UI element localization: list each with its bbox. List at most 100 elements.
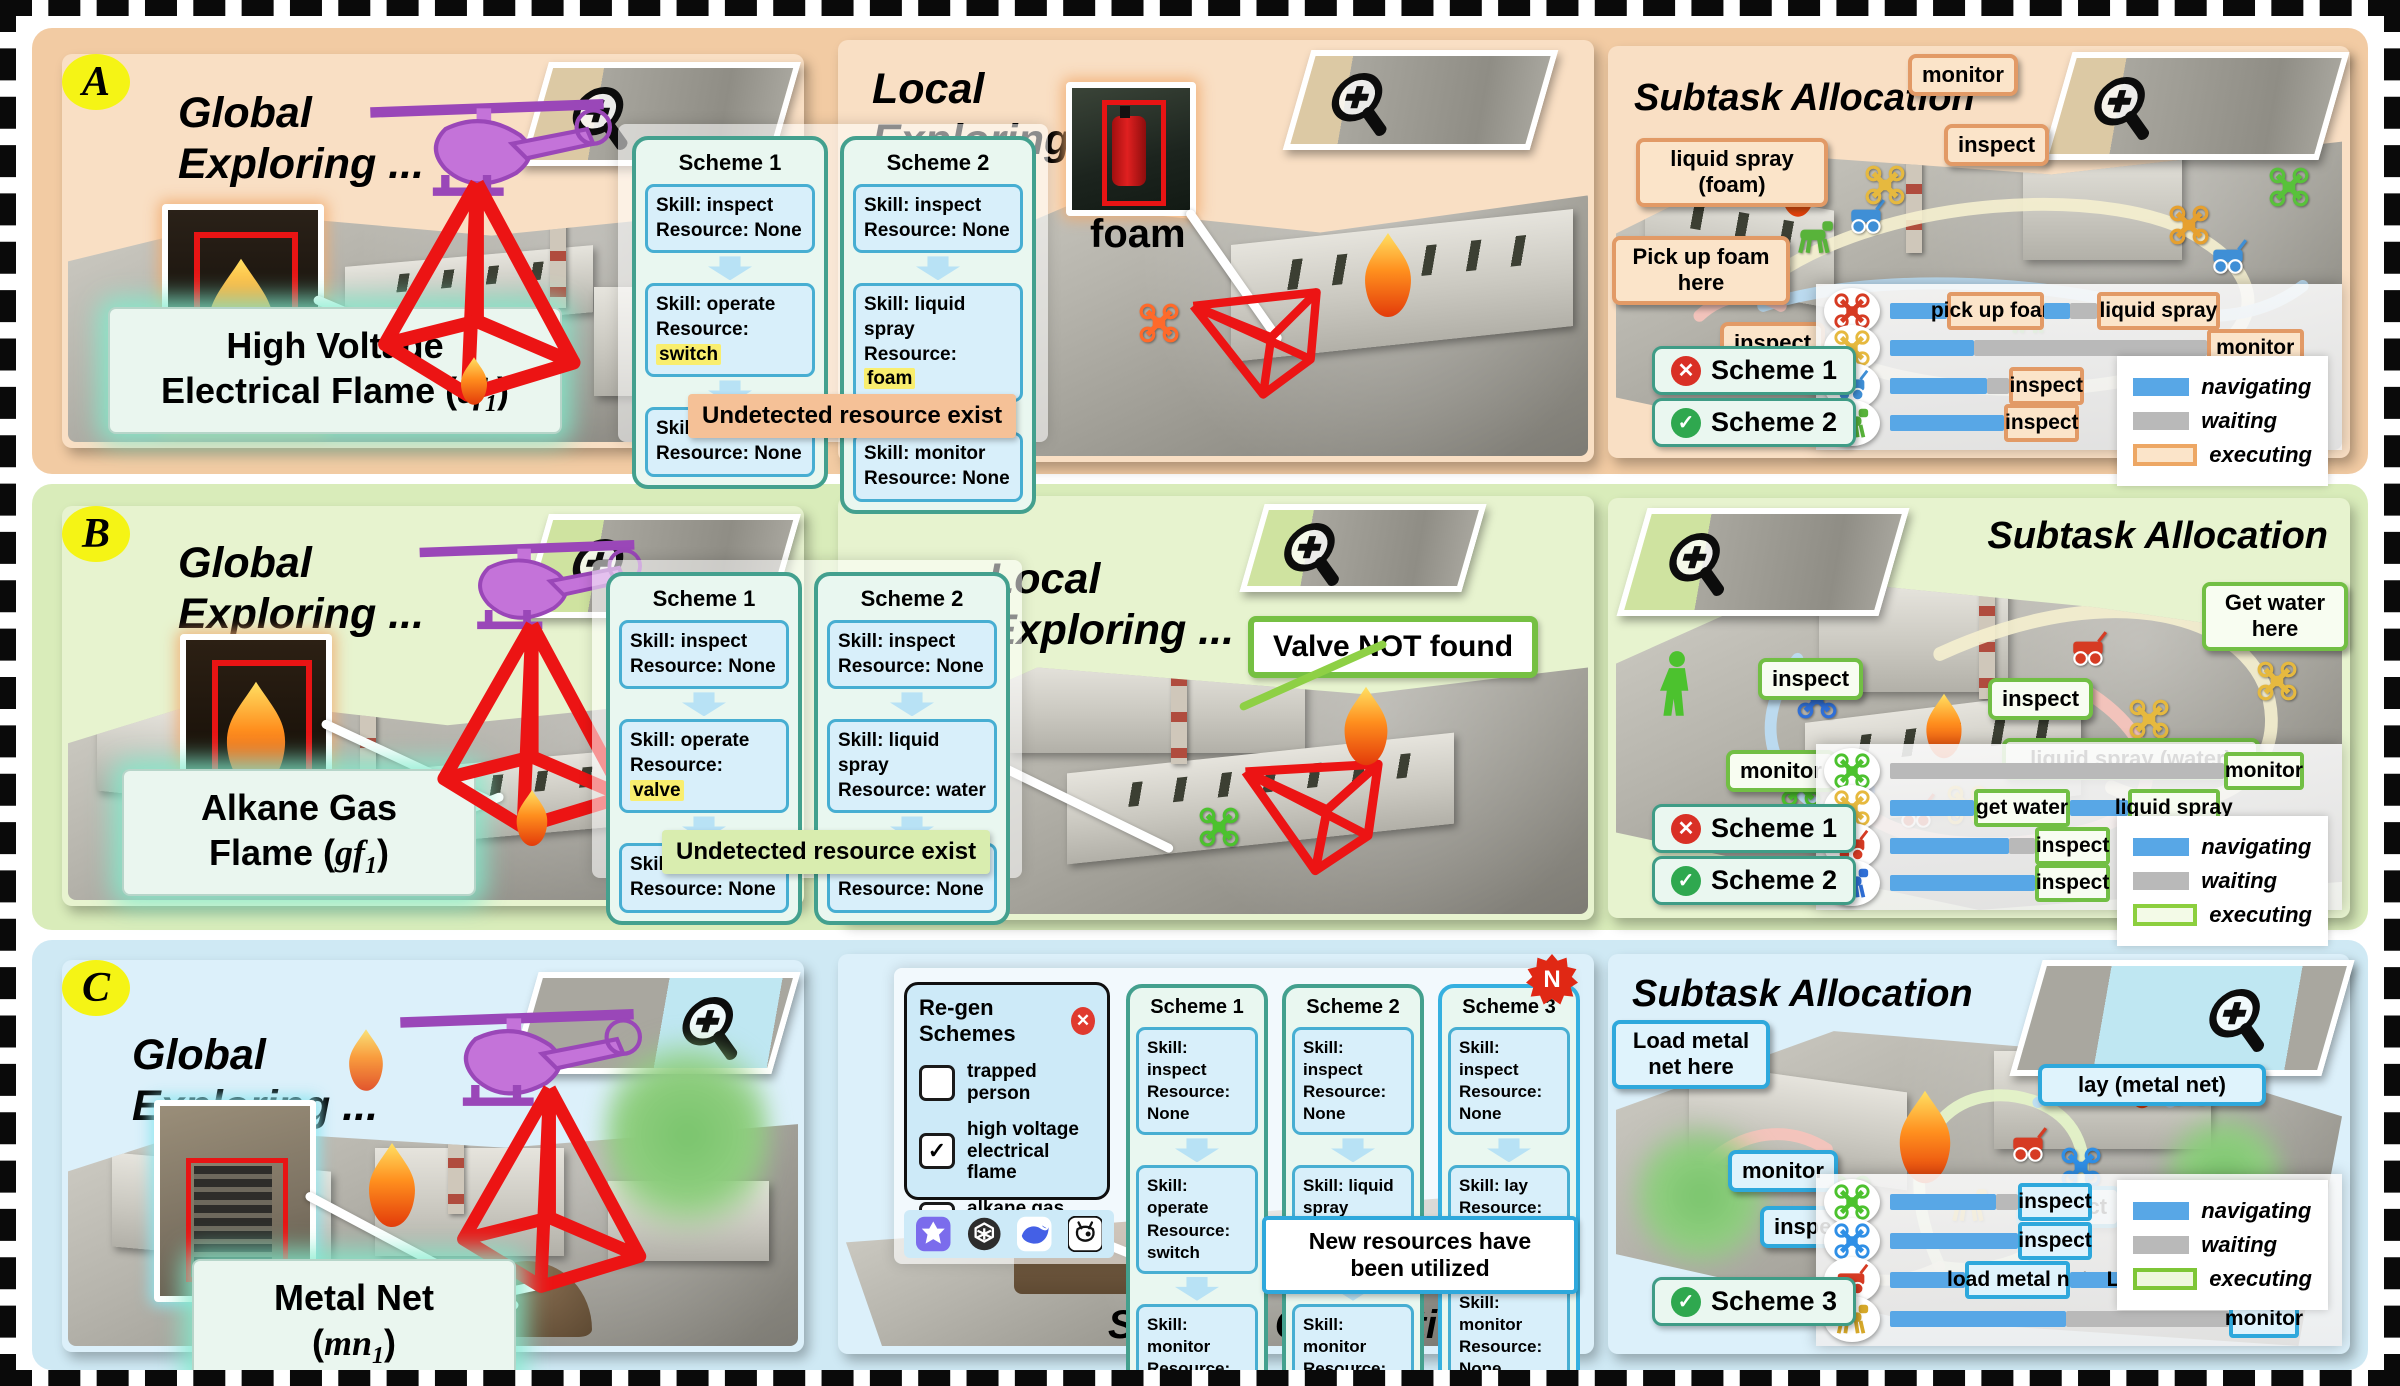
yellow-drone-marker <box>1864 164 1906 206</box>
subtask-allocation-title-c: Subtask Allocation <box>1632 973 1973 1015</box>
map-inset <box>2009 960 2355 1076</box>
red-rover-marker <box>2068 628 2110 670</box>
gantt-task-label: inspect <box>2017 1182 2093 1221</box>
checkbox-checked[interactable] <box>919 1133 955 1170</box>
qwen-icon <box>916 1216 951 1252</box>
gantt-legend: navigating waiting executing <box>2117 356 2328 486</box>
allocation-label: inspect <box>1944 124 2050 167</box>
yellow-drone-marker <box>2128 698 2170 740</box>
fire-icon <box>369 1143 415 1227</box>
llama-icon <box>1067 1216 1102 1252</box>
bounding-box <box>1102 100 1166 206</box>
scheme-verdict: Scheme 1 <box>1652 346 1857 395</box>
green-drone-icon <box>1824 1178 1880 1225</box>
rejected-icon <box>1671 355 1701 386</box>
global-exploring-title-b: Global Exploring ... <box>178 539 425 638</box>
gantt-task-label: monitor <box>2224 751 2304 790</box>
openai-icon <box>967 1217 1001 1251</box>
scheme-verdict: Scheme 2 <box>1652 398 1857 447</box>
executing-swatch <box>2133 444 2198 466</box>
gantt-row: get water liquid spray <box>1824 785 2330 832</box>
executing-swatch <box>2133 1268 2198 1290</box>
gantt-task-label: inspect <box>2035 864 2110 903</box>
allocation-label: Get water here <box>2202 582 2348 651</box>
flow-arrow-icon <box>708 256 752 281</box>
panel-a: A Global Exploring ... High Voltage Elec… <box>32 28 2368 514</box>
llm-icons-row <box>904 1210 1114 1258</box>
gantt-legend: navigating waiting executing <box>2117 816 2328 946</box>
deepseek-icon <box>1017 1216 1052 1252</box>
panel-badge-a: A <box>62 54 130 110</box>
gantt-chart-a: pick up foam liquid spray monitor <box>1816 284 2342 486</box>
rejected-icon <box>1671 813 1701 844</box>
waiting-swatch <box>2133 872 2190 890</box>
accepted-icon <box>1671 865 1701 896</box>
panel-b-allocation-card: Subtask Allocation Get water here inspec… <box>1608 498 2350 946</box>
waiting-swatch <box>2133 1236 2190 1254</box>
executing-swatch <box>2133 904 2198 926</box>
panel-c: C Global Exploring ... Metal Net ( <box>32 940 2368 1370</box>
scheme-verdict: Scheme 2 <box>1652 856 1857 905</box>
panel-badge-c: C <box>62 960 130 1016</box>
fire-icon <box>1365 233 1411 317</box>
blue-rover-marker <box>2208 236 2250 278</box>
fire-icon <box>460 357 488 405</box>
green-smoke <box>602 1020 772 1250</box>
panel-badge-b: B <box>62 506 130 562</box>
gantt-task-label: liquid spray <box>2096 291 2220 330</box>
regen-option-high-voltage[interactable]: high voltage electrical flame <box>919 1119 1095 1185</box>
map-inset <box>1616 508 1910 616</box>
accepted-icon <box>1671 407 1701 438</box>
flow-arrow-icon <box>916 256 960 281</box>
person-figure <box>1660 651 1689 716</box>
fire-icon <box>516 790 548 846</box>
panel-c-generation-card: Re-gen Schemes trapped person high volta… <box>838 954 1594 1370</box>
subtask-allocation-title-b: Subtask Allocation <box>1987 515 2328 557</box>
scheme-verdict: Scheme 1 <box>1652 804 1857 853</box>
gantt-row: inspect <box>1824 822 2330 869</box>
gantt-task-label: pick up foam <box>1931 291 2060 330</box>
smoke-flame-icon <box>349 1029 383 1091</box>
detection-label-b: Alkane Gas Flame (gf1) <box>122 768 476 896</box>
flow-arrow-icon <box>1487 1138 1531 1163</box>
gantt-row: inspect <box>1824 1217 2330 1264</box>
flow-arrow-icon <box>682 692 726 717</box>
gantt-task-label: inspect <box>2004 404 2080 443</box>
checkbox-unchecked[interactable] <box>919 1064 955 1101</box>
undetected-resource-note: Undetected resource exist <box>662 830 991 874</box>
gantt-row: monitor <box>1824 747 2330 794</box>
blue-drone-icon <box>1824 1217 1880 1264</box>
yellow-drone-marker <box>2256 660 2298 702</box>
green-drone-marker <box>1198 806 1240 848</box>
new-badge: N <box>1526 954 1578 1005</box>
waiting-swatch <box>2133 412 2190 430</box>
detection-label-c: Metal Net (mn1) <box>192 1258 516 1370</box>
fire-icon <box>1344 686 1388 766</box>
local-exploring-title-b: Local Exploring ... <box>988 555 1235 654</box>
valve-not-found-note: Valve NOT found <box>1248 616 1538 678</box>
map-inset <box>1282 50 1559 150</box>
gantt-row: inspect <box>1824 1178 2330 1225</box>
flow-arrow-icon <box>1331 1138 1375 1163</box>
close-icon[interactable] <box>1071 1007 1095 1035</box>
gantt-task-label: inspect <box>2017 1221 2093 1260</box>
navigating-swatch <box>2133 378 2190 396</box>
gantt-row: pick up foam liquid spray <box>1824 287 2330 334</box>
allocation-label: monitor <box>1908 54 2018 97</box>
map-inset <box>2041 52 2350 160</box>
allocation-label: inspect <box>1988 678 2094 721</box>
allocation-label: liquid spray (foam) <box>1636 138 1828 207</box>
detection-thumbnail-foam <box>1066 82 1196 216</box>
regen-option-trapped-person[interactable]: trapped person <box>919 1061 1095 1105</box>
allocation-label: Pick up foam here <box>1612 236 1790 305</box>
gantt-chart-c: inspect inspect load metal net <box>1816 1174 2342 1346</box>
undetected-resource-note: Undetected resource exist <box>688 394 1017 438</box>
gantt-task-label: load metal net <box>1947 1260 2088 1299</box>
flow-arrow-icon <box>1175 1276 1219 1301</box>
